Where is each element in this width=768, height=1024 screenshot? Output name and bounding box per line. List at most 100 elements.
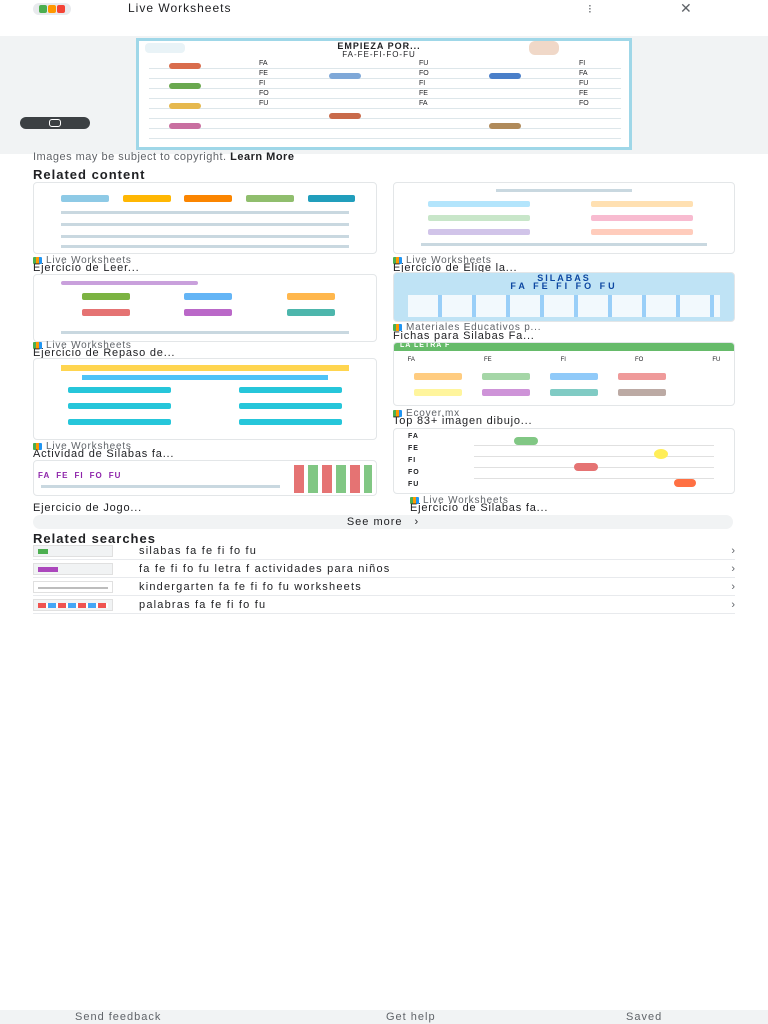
- related-search-text: palabras fa fe fi fo fu: [139, 599, 267, 611]
- related-caption-left-1[interactable]: Ejercicio de Leer...: [33, 262, 140, 274]
- hero-pic-3: [169, 103, 201, 109]
- thumb-grid: [407, 295, 721, 317]
- close-icon[interactable]: ✕: [680, 0, 692, 16]
- related-thumb-left-1[interactable]: [33, 182, 377, 254]
- thumb-cell: [307, 195, 356, 202]
- related-search-text: silabas fa fe fi fo fu: [139, 545, 258, 557]
- hero-pic-5: [329, 73, 361, 79]
- related-thumb-left-2[interactable]: [33, 274, 377, 342]
- send-feedback-link[interactable]: Send feedback: [75, 1011, 162, 1023]
- thumb-cell: [287, 309, 335, 316]
- related-thumb-right-2[interactable]: SILABAS FA FE FI FO FU: [393, 272, 735, 322]
- source-favicon-icon: [393, 257, 402, 264]
- related-caption-right-2[interactable]: Fichas para Silabas Fa...: [393, 330, 535, 342]
- copyright-notice: Images may be subject to copyright. Lear…: [33, 151, 294, 163]
- source-name: Ecover.mx: [406, 408, 460, 419]
- thumb-banner: [394, 343, 734, 351]
- source-name: Materiales Educativos p...: [406, 322, 542, 333]
- source-name: Live Worksheets: [46, 441, 132, 452]
- thumb-pic: [514, 437, 538, 445]
- source-name: Live Worksheets: [46, 340, 132, 351]
- lens-search-button[interactable]: [20, 117, 90, 129]
- related-search-thumb: [33, 599, 113, 611]
- more-options-icon[interactable]: ⁝: [588, 2, 592, 16]
- thumb-cell: [239, 419, 342, 425]
- logo-square-red: [57, 5, 65, 13]
- chevron-right-icon: ›: [731, 599, 735, 611]
- source-favicon-icon: [33, 342, 42, 349]
- thumb-cell: [61, 195, 110, 202]
- related-caption-left-4[interactable]: Ejercicio de Jogo...: [33, 502, 142, 514]
- thumb-cell: [239, 387, 342, 393]
- related-search-item[interactable]: palabras fa fe fi fo fu ›: [33, 597, 735, 614]
- related-caption-right-4[interactable]: Ejercicio de Silabas fa...: [410, 502, 549, 514]
- source-name: Live Worksheets: [406, 255, 492, 266]
- thumb-silabas-sub: FA FE FI FO FU: [510, 281, 618, 291]
- source-favicon-icon: [33, 443, 42, 450]
- related-search-item[interactable]: kindergarten fa fe fi fo fu worksheets ›: [33, 579, 735, 596]
- related-source-right-3[interactable]: Ecover.mx: [393, 408, 460, 419]
- thumb-cell: [68, 403, 171, 409]
- copyright-text: Images may be subject to copyright.: [33, 151, 227, 163]
- thumb-pictures: [294, 465, 372, 493]
- thumb-row: [61, 245, 349, 248]
- thumb-cell: [591, 201, 694, 207]
- hero-logo-art: [145, 43, 185, 53]
- see-more-label: See more: [346, 516, 403, 528]
- related-searches-title: Related searches: [33, 531, 156, 546]
- hero-pic-2: [169, 83, 201, 89]
- thumb-banner: [81, 375, 329, 380]
- related-thumb-left-3[interactable]: [33, 358, 377, 440]
- related-thumb-right-1[interactable]: [393, 182, 735, 254]
- thumb-cell: [618, 373, 666, 380]
- thumb-cell: [428, 215, 530, 221]
- thumb-cell: [414, 373, 462, 380]
- site-logo-icon[interactable]: [33, 3, 71, 15]
- thumb-row: [421, 243, 707, 246]
- hero-grid-lines: [149, 59, 621, 141]
- thumb-row: [61, 331, 349, 334]
- chevron-right-icon: ›: [731, 563, 735, 575]
- related-source-left-3[interactable]: Live Worksheets: [33, 441, 132, 452]
- source-name: Live Worksheets: [423, 495, 509, 506]
- related-source-left-2[interactable]: Live Worksheets: [33, 340, 132, 351]
- thumb-pic: [38, 603, 108, 608]
- related-source-right-4[interactable]: Live Worksheets: [410, 495, 509, 506]
- get-help-link[interactable]: Get help: [386, 1011, 436, 1023]
- related-source-right-1[interactable]: Live Worksheets: [393, 255, 492, 266]
- thumb-pic: [38, 549, 48, 554]
- related-caption-left-3[interactable]: Actividad de Silabas fa...: [33, 448, 175, 460]
- thumb-cell: [482, 373, 530, 380]
- related-source-right-2[interactable]: Materiales Educativos p...: [393, 322, 541, 333]
- related-search-text: fa fe fi fo fu letra f actividades para …: [139, 563, 391, 575]
- related-search-item[interactable]: silabas fa fe fi fo fu ›: [33, 543, 735, 560]
- thumb-row: [61, 235, 349, 238]
- hero-character-art: [529, 41, 559, 55]
- chevron-right-icon: ›: [414, 516, 420, 528]
- source-favicon-icon: [393, 324, 402, 331]
- thumb-pic: [674, 479, 696, 487]
- chevron-right-icon: ›: [731, 545, 735, 557]
- learn-more-link[interactable]: Learn More: [230, 151, 295, 163]
- thumb-pic: [654, 449, 668, 459]
- related-caption-right-1[interactable]: Ejercicio de Elige la...: [393, 262, 518, 274]
- related-content-title: Related content: [33, 167, 146, 182]
- related-caption-right-3[interactable]: Top 83+ imagen dibujo...: [393, 415, 533, 427]
- logo-square-green: [39, 5, 47, 13]
- related-source-left-1[interactable]: Live Worksheets: [33, 255, 132, 266]
- related-search-item[interactable]: fa fe fi fo fu letra f actividades para …: [33, 561, 735, 578]
- hero-pic-4: [169, 123, 201, 129]
- saved-link[interactable]: Saved: [626, 1011, 663, 1023]
- source-favicon-icon: [33, 257, 42, 264]
- related-caption-left-2[interactable]: Ejercicio de Repaso de...: [33, 347, 176, 359]
- see-more-button[interactable]: See more ›: [33, 515, 733, 529]
- logo-square-orange: [48, 5, 56, 13]
